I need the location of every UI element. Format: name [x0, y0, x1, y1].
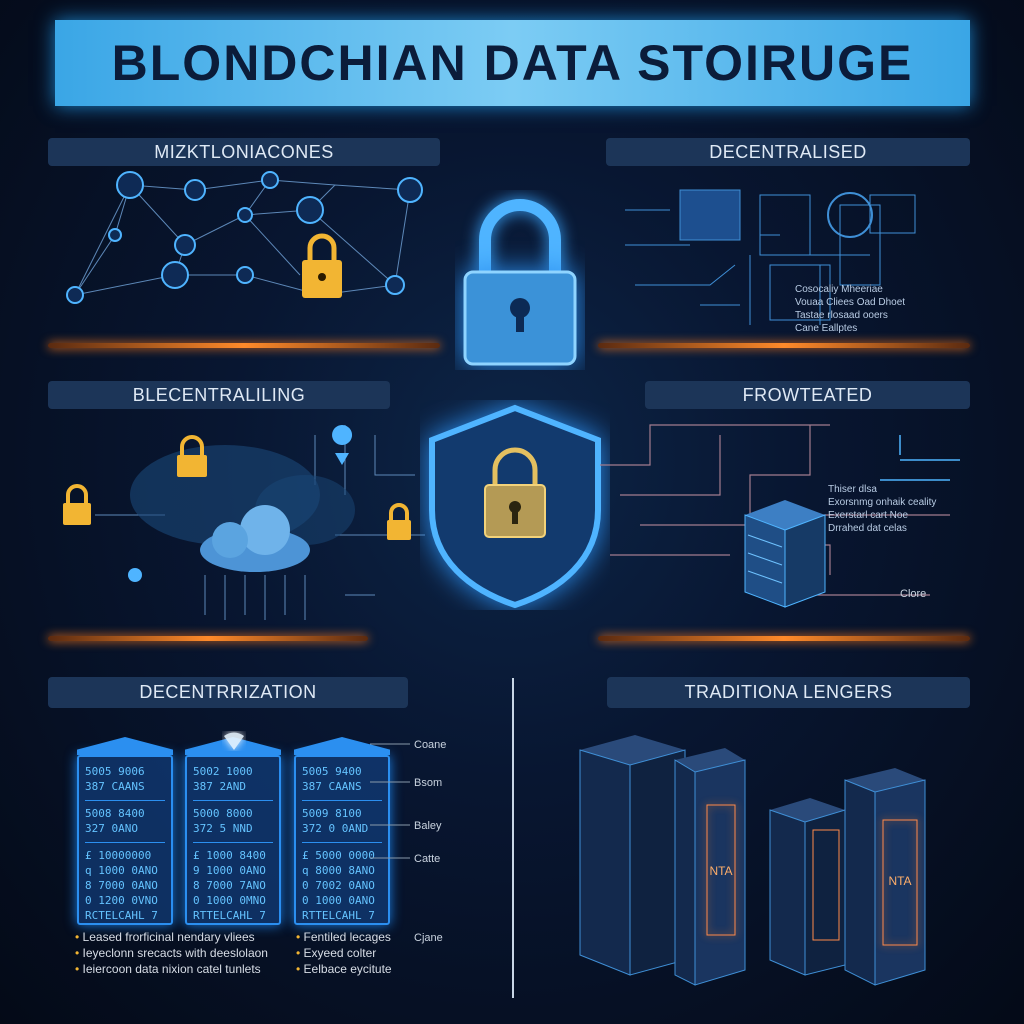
note-item: Leased frorficinal nendary vliees: [82, 930, 255, 944]
note-item: Ieiercoon data nixion catel tunlets: [82, 962, 261, 976]
traditional-servers: NTA NTA: [579, 735, 926, 986]
circuit-diagram: [600, 424, 960, 596]
note-item: Cane Eallptes: [795, 323, 858, 334]
circuit-diagram: [625, 189, 916, 325]
note-item: Exerstarl cart Noe: [828, 510, 909, 521]
section-header-mid-left: BLECENTRALILING: [48, 381, 390, 409]
cloud-icon: [200, 505, 310, 572]
padlock-icon: [302, 233, 342, 298]
server-tower-icon: [579, 735, 746, 986]
note-item: Exorsnmg onhaik ceality: [828, 497, 937, 508]
padlock-icon: [177, 435, 207, 477]
note-item: Fentiled lecages: [303, 930, 391, 944]
section-header-top-left: MIZKTLONIACONES: [48, 138, 440, 166]
section-header-top-right: DECENTRALISED: [606, 138, 970, 166]
vertical-divider: [512, 678, 514, 998]
server-label: NTA: [709, 864, 732, 878]
note-item: Ieyeclonn srecacts with deeslolaon: [82, 946, 268, 960]
divider-glow: [598, 343, 970, 348]
server-label: NTA: [888, 874, 911, 888]
note-item: Vouaa Cliees Oad Dhoet: [795, 297, 906, 308]
padlock-icon: [484, 447, 546, 538]
map-pin-icon: [128, 568, 142, 582]
wifi-icon: [224, 732, 244, 750]
section-header-bottom-left: DECENTRRIZATION: [48, 677, 408, 708]
world-map-cloud: [63, 425, 425, 620]
server-rack-icon: [744, 500, 826, 608]
notes-mid-right: Thiser dlsa Exorsnmg onhaik ceality Exer…: [828, 483, 936, 535]
notes-top-right: Cosocaliy Mheeriae Vouaa Cliees Oad Dhoe…: [795, 283, 905, 335]
side-label: Baley: [414, 820, 442, 832]
note-item: Thiser dlsa: [828, 484, 877, 495]
server-tower-icon: [769, 768, 926, 986]
side-label: Bsom: [414, 777, 443, 789]
side-label: Catte: [414, 853, 441, 865]
padlock-icon: [63, 484, 91, 525]
title-banner: BLONDCHIAN DATA STOIRUGE: [55, 20, 970, 106]
section-header-bottom-right: TRADITIONA LENGERS: [607, 677, 970, 708]
note-item: Cosocaliy Mheeriae: [795, 284, 883, 295]
padlock-icon: [463, 199, 577, 366]
divider-glow: [598, 636, 970, 641]
divider-glow: [48, 343, 440, 348]
note-item: Tastae rlosaad ooers: [795, 310, 888, 321]
section-header-mid-right: FROWTEATED: [645, 381, 970, 409]
page-title: BLONDCHIAN DATA STOIRUGE: [111, 35, 914, 91]
note-item: Drrahed dat celas: [828, 523, 907, 534]
map-pin-icon: [332, 425, 353, 465]
side-label: Coane: [414, 739, 447, 751]
shield-icon: [429, 404, 601, 609]
divider-glow: [48, 636, 368, 641]
notes-bottom-mid: • Fentiled lecages • Exyeed colter • Eel…: [296, 930, 392, 976]
padlock-icon: [387, 503, 411, 540]
label-clore: Clore: [900, 588, 927, 600]
note-item: Eelbace eycitute: [303, 962, 392, 976]
network-graph: [66, 171, 423, 304]
label-connectors: [370, 743, 410, 859]
side-label: Cjane: [414, 932, 443, 944]
notes-bottom-left: • Leased frorficinal nendary vliees • Ie…: [75, 930, 268, 976]
note-item: Exyeed colter: [303, 946, 377, 960]
